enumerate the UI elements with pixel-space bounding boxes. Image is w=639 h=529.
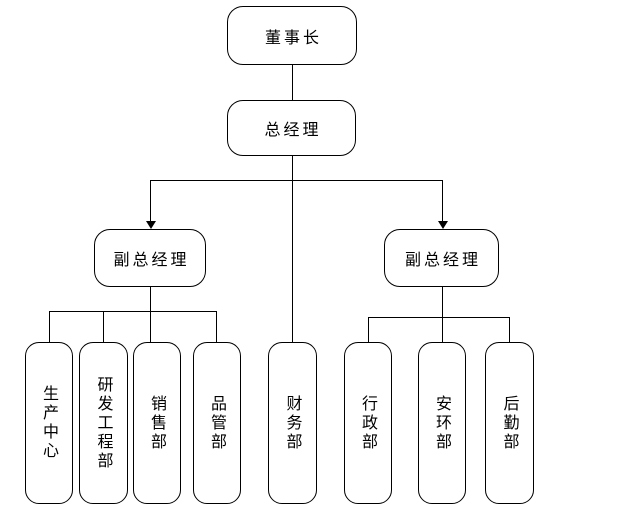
node-production-center: 生产中心 xyxy=(25,342,73,504)
edge-gm-deputies-branch-line xyxy=(150,180,443,181)
arrow-down-icon xyxy=(438,221,448,229)
edge-drop-administration-line xyxy=(368,317,369,342)
node-rd-engineering-dept: 研发工程部 xyxy=(79,342,128,504)
edge-gm-finance-line xyxy=(292,156,293,342)
node-deputy-gm-right: 副总经理 xyxy=(384,229,499,287)
edge-gm-deputy-left-line xyxy=(150,180,151,221)
edge-deputy-left-sales-line xyxy=(150,287,151,342)
arrow-down-icon xyxy=(146,221,156,229)
edge-drop-rd-line xyxy=(103,311,104,342)
edge-deputy-right-safety-line xyxy=(442,287,443,342)
edge-deputy-left-branch-line xyxy=(49,311,217,312)
edge-drop-logistics-line xyxy=(509,317,510,342)
edge-deputy-right-branch-line xyxy=(368,317,510,318)
node-finance-dept: 财务部 xyxy=(268,342,317,504)
edge-drop-production-line xyxy=(49,311,50,342)
node-sales-dept: 销售部 xyxy=(133,342,181,504)
edge-drop-quality-line xyxy=(216,311,217,342)
node-logistics-dept: 后勤部 xyxy=(485,342,534,504)
node-chairman: 董事长 xyxy=(227,6,357,65)
node-general-manager: 总经理 xyxy=(227,100,356,156)
node-deputy-gm-left: 副总经理 xyxy=(94,229,206,287)
edge-chairman-gm-line xyxy=(292,65,293,100)
node-administration-dept: 行政部 xyxy=(344,342,392,504)
edge-gm-deputy-right-line xyxy=(442,180,443,221)
node-quality-dept: 品管部 xyxy=(193,342,241,504)
node-safety-environment-dept: 安环部 xyxy=(418,342,466,504)
